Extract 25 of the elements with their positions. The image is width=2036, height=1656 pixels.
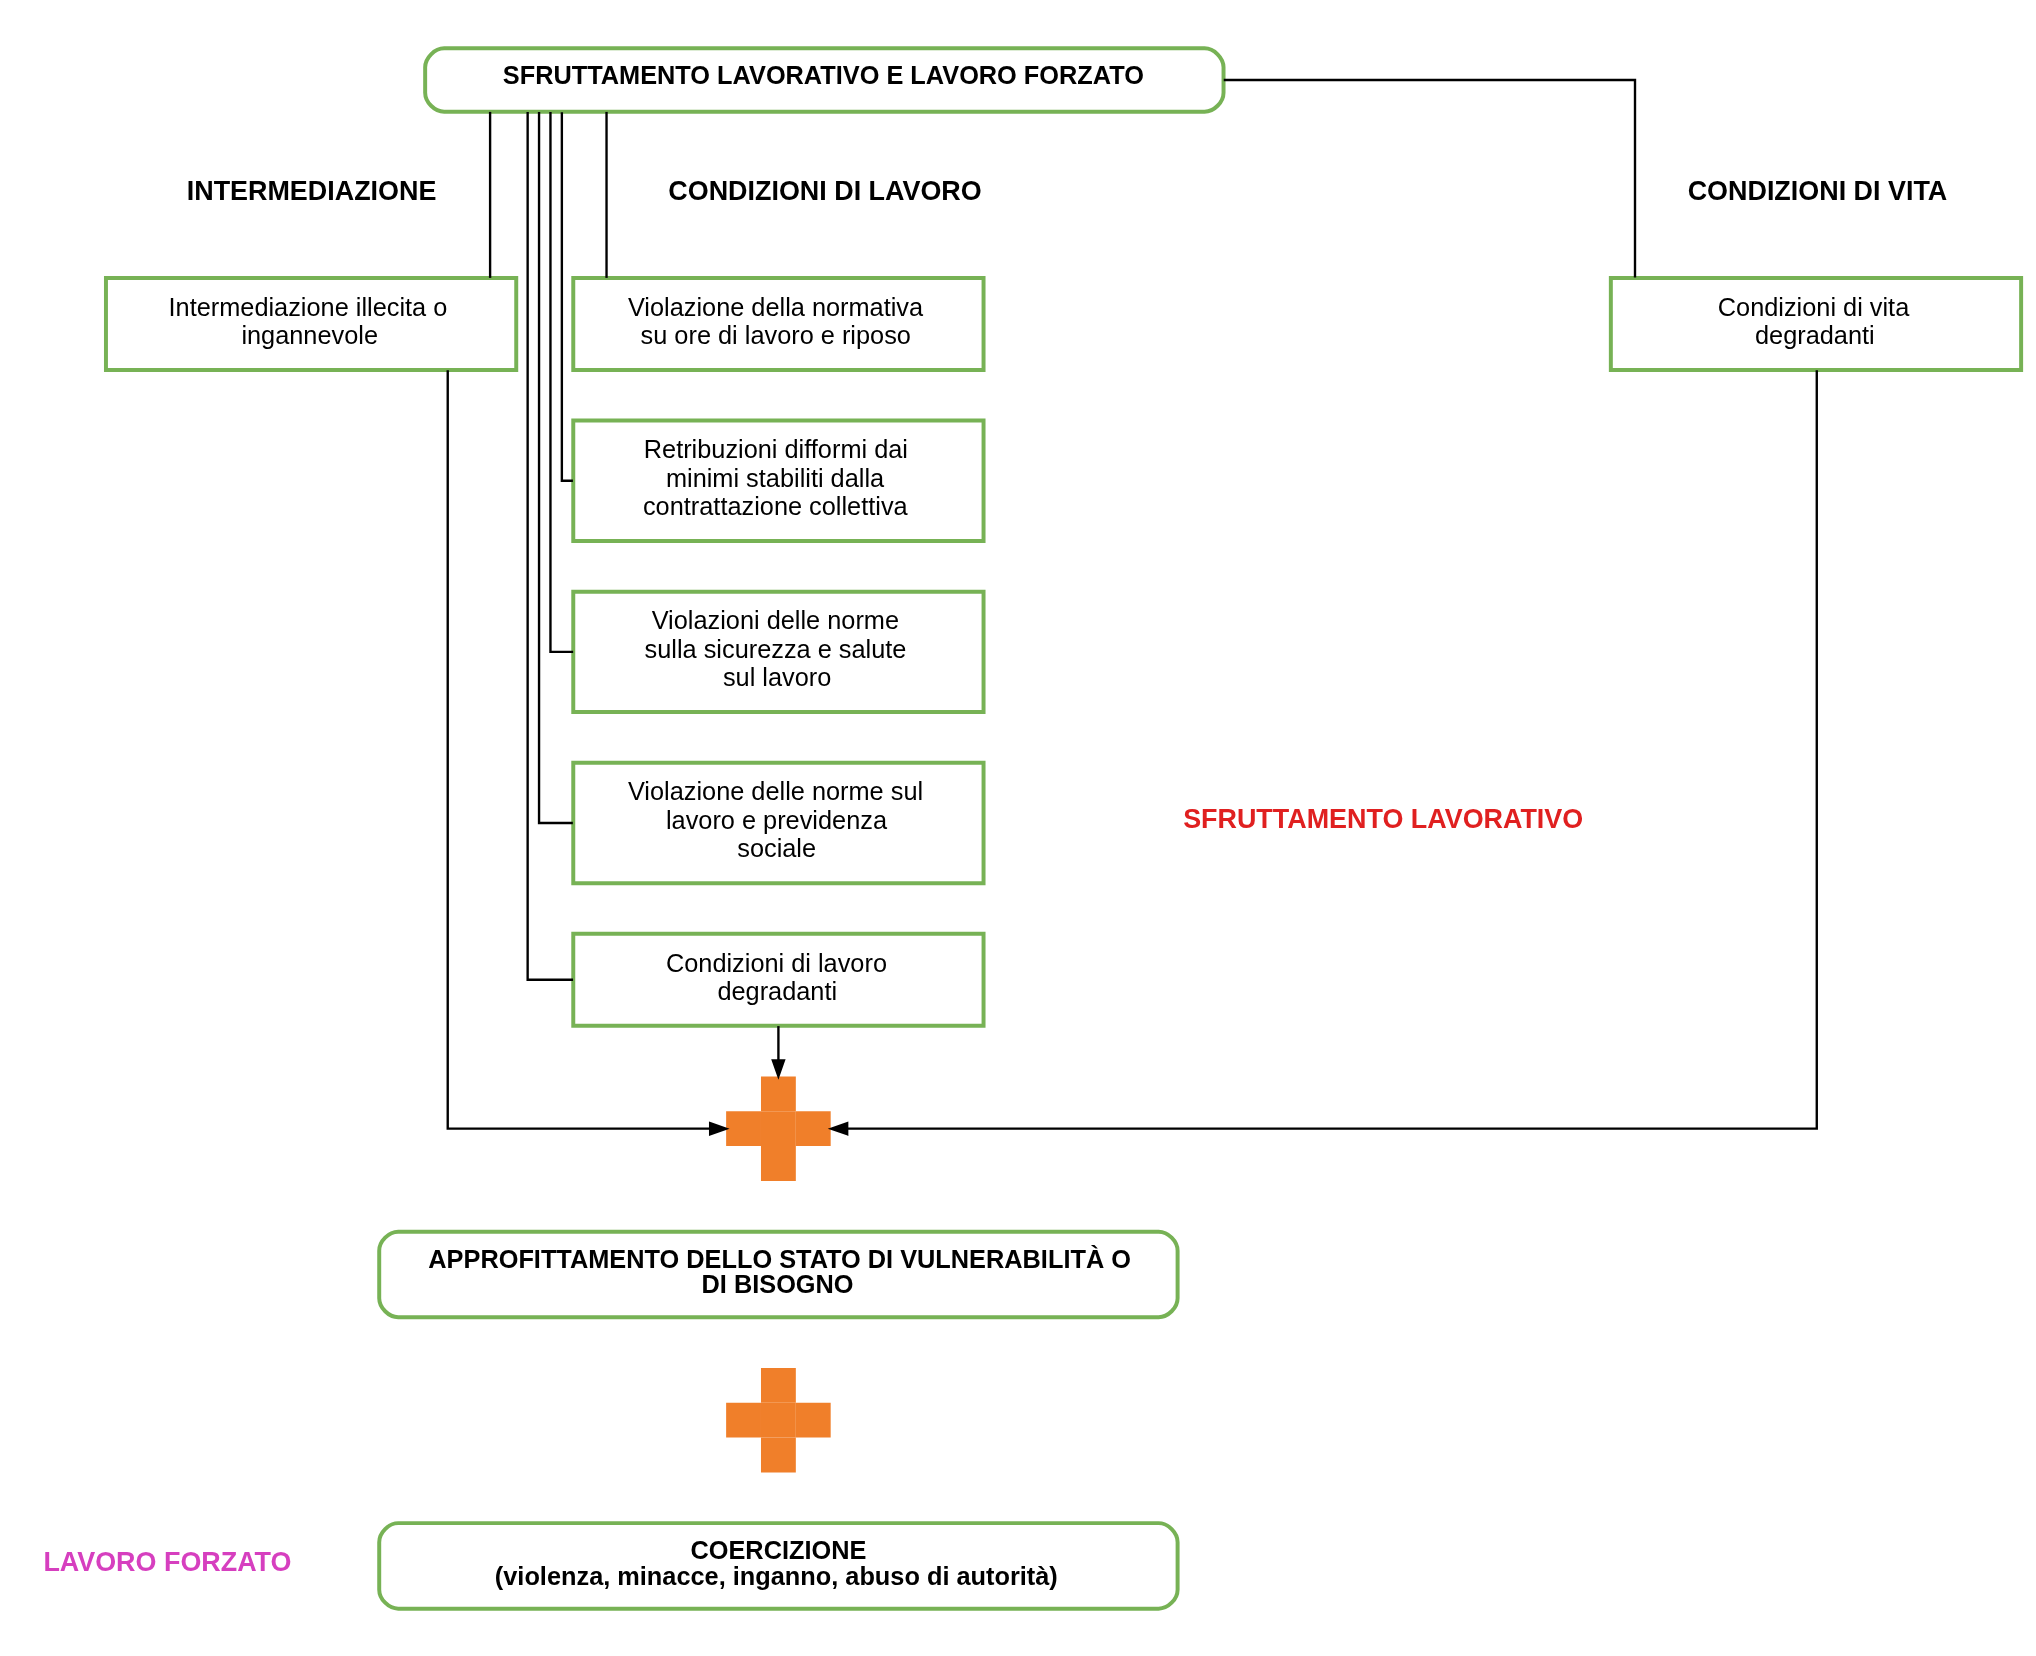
node-box: SFRUTTAMENTO LAVORATIVO E LAVORO FORZATO bbox=[423, 45, 1226, 114]
node-box: Violazioni delle norme sulla sicurezza e salute sul lavoro bbox=[571, 589, 986, 714]
node-box: APPROFITTAMENTO DELLO STATO DI VULNERABILITÀ O DI BISOGNO bbox=[377, 1229, 1180, 1319]
connector bbox=[560, 111, 573, 482]
node-box: Retribuzioni difformi dai minimi stabiliti dalla contrattazione collettiva bbox=[571, 418, 986, 543]
connector bbox=[549, 111, 574, 653]
node-box: Intermediazione illecita o ingannevole bbox=[103, 275, 519, 372]
node-box: Condizioni di lavoro degradanti bbox=[571, 931, 986, 1028]
connector bbox=[526, 111, 574, 981]
label: INTERMEDIAZIONE bbox=[186, 175, 437, 206]
label: SFRUTTAMENTO LAVORATIVO bbox=[1183, 803, 1584, 834]
connector bbox=[488, 111, 492, 278]
arrow bbox=[827, 369, 1818, 1136]
node-box: Violazione della normativa su ore di lavoro e riposo bbox=[571, 275, 986, 372]
label: CONDIZIONI DI VITA bbox=[1687, 175, 1948, 206]
node-box: COERCIZIONE (violenza, minacce, inganno, abuso di autorità) bbox=[377, 1520, 1180, 1611]
label: LAVORO FORZATO bbox=[43, 1546, 292, 1577]
node-box: Violazione delle norme sul lavoro e previdenza sociale bbox=[571, 760, 986, 885]
connector bbox=[605, 111, 608, 278]
arrow bbox=[446, 369, 730, 1136]
label: CONDIZIONI DI LAVORO bbox=[668, 175, 982, 206]
connector bbox=[1223, 78, 1637, 277]
node-box: Condizioni di vita degradanti bbox=[1608, 275, 2024, 372]
connector bbox=[537, 111, 573, 824]
arrow bbox=[771, 1025, 786, 1080]
